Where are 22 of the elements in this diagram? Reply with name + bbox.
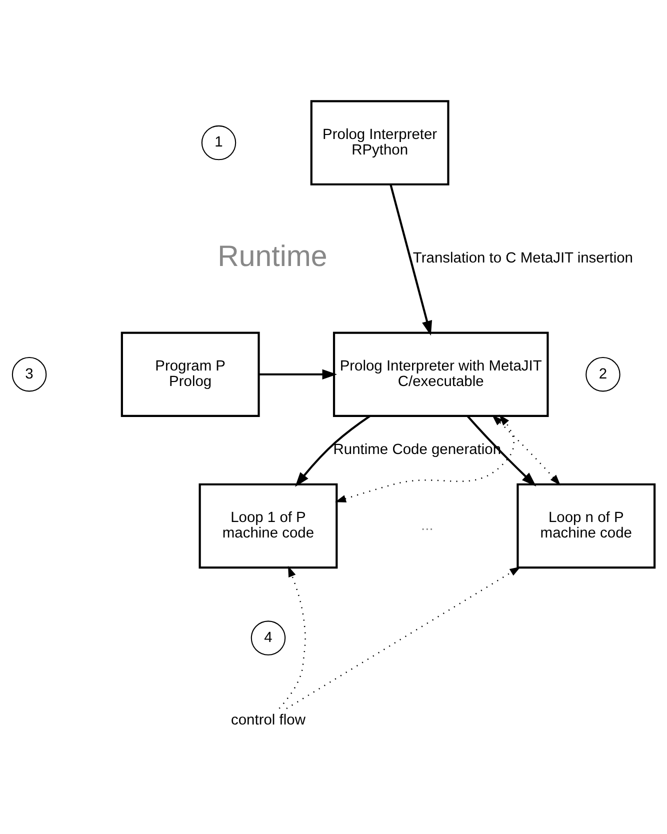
edge-label: Runtime Code generation — [333, 442, 502, 458]
label: Runtime — [218, 240, 328, 273]
arrow — [492, 414, 561, 486]
arrow — [258, 369, 338, 380]
node-circle: 2 — [586, 357, 620, 392]
label: ... — [421, 518, 434, 534]
node-box: Loop n of P machine code — [516, 483, 656, 569]
arrow — [390, 184, 432, 336]
node-box: Prolog Interpreter with MetaJIT C/executable — [332, 332, 549, 417]
arrow — [335, 414, 514, 502]
arrow — [278, 566, 306, 709]
node-box: Program P Prolog — [120, 332, 260, 417]
arrow — [286, 566, 521, 710]
edge-label: Translation to C MetaJIT insertion — [412, 250, 634, 266]
arrow — [466, 416, 536, 487]
node-circle: 4 — [250, 620, 286, 656]
node-text: control flow — [231, 712, 306, 729]
node-box: Prolog Interpreter RPython — [310, 100, 450, 186]
node-circle: 3 — [12, 357, 47, 392]
node-box: Loop 1 of P machine code — [198, 483, 338, 569]
node-circle: 1 — [201, 125, 236, 160]
arrow — [295, 415, 370, 487]
